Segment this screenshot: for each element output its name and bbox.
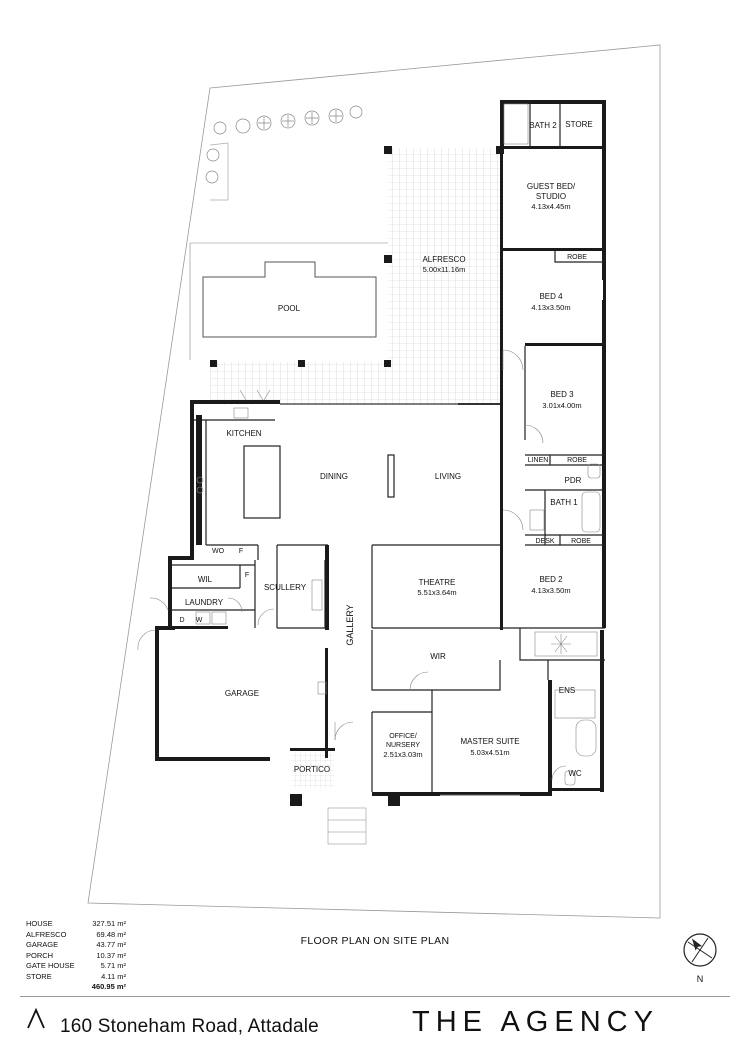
dimension-alfresco: 5.00x11.16m [423,265,466,274]
pool-paving [189,242,388,360]
room-label-theatre: THEATRE [419,578,456,587]
room-label-kitchen: KITCHEN [226,429,261,438]
room-label-pdr: PDR [565,476,582,485]
room-label-wil: WIL [198,575,213,584]
north-label: N [696,974,704,984]
room-label-office: OFFICE/ [389,733,417,740]
room-label-nursery: NURSERY [386,742,420,749]
room-label-guest-bed: GUEST BED/ [527,182,576,191]
room-label-robe-a: ROBE [567,254,587,261]
room-label-scullery: SCULLERY [264,583,307,592]
dimension-master-suite: 5.03x4.51m [470,748,509,757]
footer-divider [20,996,730,997]
room-label-desk: DESK [535,538,554,545]
room-label-robe-c: ROBE [571,538,591,545]
glazing [280,280,603,798]
room-label-laundry: LAUNDRY [185,598,224,607]
plan-title: FLOOR PLAN ON SITE PLAN [300,935,450,947]
room-label-fridge-2: F [245,572,249,579]
dimension-bed-2: 4.13x3.50m [531,586,570,595]
room-label-wir: WIR [430,652,446,661]
dimension-guest-bed: 4.13x4.45m [531,202,570,211]
dimension-bed-3: 3.01x4.00m [542,401,581,410]
room-label-washer: W [196,617,203,624]
pool-deck-paving [210,362,388,405]
room-label-gallery: GALLERY [345,604,355,645]
room-label-master-suite: MASTER SUITE [460,737,519,746]
room-label-wc: WC [568,769,582,778]
room-label-portico: PORTICO [294,765,330,774]
agency-caret-icon [27,1007,45,1029]
dimension-theatre: 5.51x3.64m [417,588,456,597]
room-label-dryer: D [179,617,184,624]
room-label-wo: WO [212,548,225,555]
room-label-bed-2: BED 2 [539,575,563,584]
alfresco-paving [388,148,500,405]
property-address: 160 Stoneham Road, Attadale [60,1016,319,1037]
dimension-office: 2.51x3.03m [383,750,422,759]
room-label-bath-1: BATH 1 [550,498,578,507]
room-label-fridge-1: F [239,548,243,555]
external-walls [155,100,606,796]
room-label-store: STORE [565,120,592,129]
room-label-robe-b: ROBE [567,457,587,464]
front-steps [327,807,367,845]
room-label-alfresco: ALFRESCO [422,255,465,264]
pool [202,261,377,338]
room-label-bath-2: BATH 2 [529,121,557,130]
fixtures [195,103,601,786]
room-label-studio: STUDIO [536,192,566,201]
lot-boundary [87,44,661,919]
room-label-dining: DINING [320,472,348,481]
door-swings [137,349,567,781]
garden-trees [205,105,363,201]
area-total: 460.95 m² [91,982,126,991]
compass-icon [683,933,717,967]
fireplace [387,454,395,498]
room-label-pool: POOL [278,304,301,313]
room-label-garage: GARAGE [225,689,259,698]
kitchen-island [243,445,281,519]
floor-plan: POOL [87,44,661,919]
dimension-bed-4: 4.13x3.50m [531,303,570,312]
room-label-ens: ENS [559,686,575,695]
room-label-bed-4: BED 4 [539,292,563,301]
room-label-living: LIVING [435,472,461,481]
agency-logo: THE AGENCY [412,1006,659,1038]
room-label-bed-3: BED 3 [550,390,574,399]
interior-walls [172,100,605,792]
room-label-linen: LINEN [528,457,549,464]
north-arrow: N [680,930,720,988]
